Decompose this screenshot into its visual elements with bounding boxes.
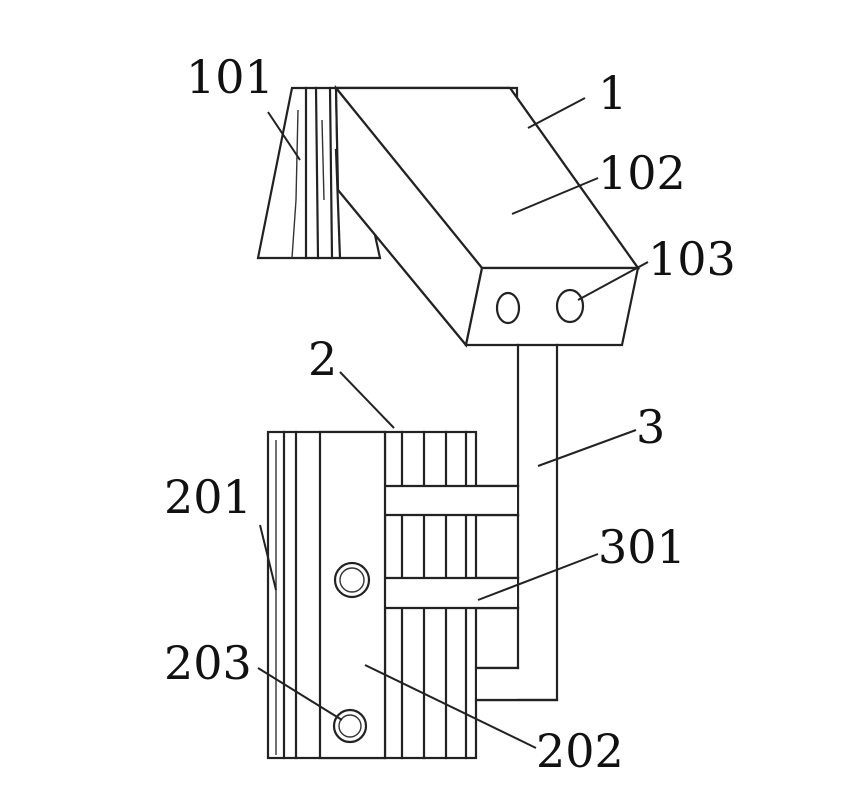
angled-box-102 bbox=[333, 84, 641, 348]
holes-103 bbox=[495, 288, 585, 325]
label-201: 201 bbox=[164, 470, 252, 524]
label-103: 103 bbox=[648, 232, 736, 286]
label-203: 203 bbox=[164, 636, 252, 690]
label-102: 102 bbox=[598, 146, 686, 200]
label-1: 1 bbox=[598, 66, 628, 120]
lower-clamp-2 bbox=[266, 430, 559, 760]
leader-lines bbox=[257, 97, 649, 749]
label-202: 202 bbox=[536, 724, 624, 778]
label-301: 301 bbox=[598, 520, 686, 574]
label-3: 3 bbox=[636, 400, 666, 454]
label-2: 2 bbox=[308, 332, 338, 386]
upper-mount bbox=[256, 84, 641, 348]
label-101: 101 bbox=[186, 50, 274, 104]
bolts-203 bbox=[332, 561, 371, 744]
